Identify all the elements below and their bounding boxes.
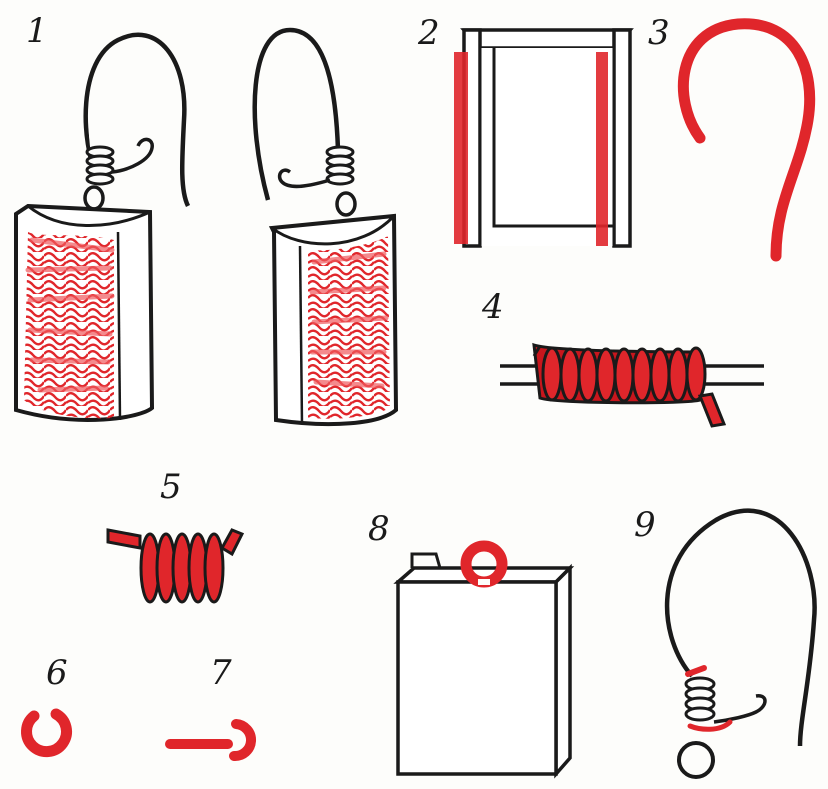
figure-number-2: 2 [418, 16, 440, 50]
jump-ring-left [85, 187, 103, 209]
glass-blank-folded [454, 30, 630, 246]
jump-ring-right [337, 193, 355, 215]
glass-pendant-right [272, 216, 396, 424]
coil-on-wire [500, 345, 764, 426]
red-hook-wire [683, 24, 809, 256]
red-ring-on-blank [466, 546, 502, 582]
eye-pin [170, 724, 251, 756]
open-ring [27, 714, 67, 752]
earring-right [255, 30, 396, 424]
figure-number-4: 4 [482, 290, 504, 324]
finished-ear-wire [667, 511, 815, 777]
figure-number-6: 6 [46, 656, 68, 690]
ear-wire-right [255, 30, 338, 200]
earring-left [16, 35, 188, 420]
glass-pendant-left [16, 206, 152, 420]
wire-curl-left [112, 139, 152, 172]
figure-number-9: 9 [634, 508, 656, 542]
wire-coil-right [327, 147, 353, 184]
figure-number-1: 1 [26, 14, 48, 48]
red-edge-right [596, 52, 608, 246]
red-edge-left [454, 52, 468, 244]
figure-number-8: 8 [368, 512, 390, 546]
wire-coil-left [87, 147, 113, 184]
coil-turns [543, 348, 705, 401]
wire-curl-right [280, 170, 330, 186]
figure-number-3: 3 [648, 16, 670, 50]
loose-coil [108, 530, 242, 602]
figure-number-7: 7 [210, 656, 232, 690]
figure-number-5: 5 [160, 470, 182, 504]
folded-blank-with-ring [398, 546, 570, 774]
